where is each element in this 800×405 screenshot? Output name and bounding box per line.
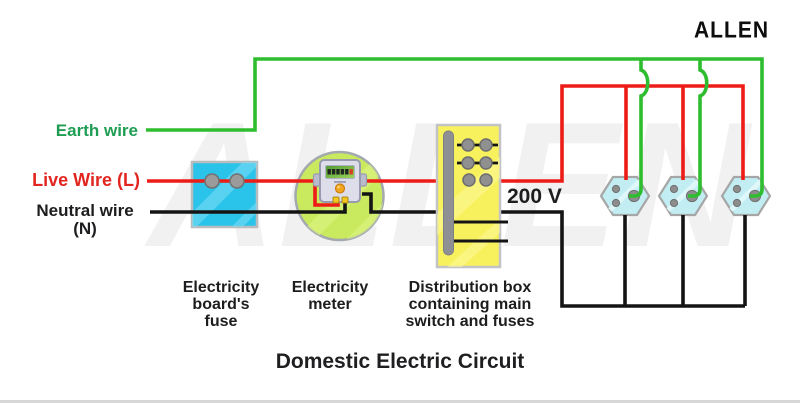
distribution-box-label-line3: switch and fuses xyxy=(405,313,535,330)
distribution-box-icon xyxy=(435,123,508,269)
neutral-wire-label: Neutral wire (N) xyxy=(28,202,142,238)
fuse-terminals-icon xyxy=(204,173,245,189)
distribution-box-label-line1: Distribution box xyxy=(408,279,532,296)
meter-label-line1: Electricity xyxy=(291,279,369,296)
socket-3-icon xyxy=(720,175,772,217)
distribution-box-label: Distribution box containing main switch … xyxy=(392,279,548,330)
neutral-wire-label-line2: (N) xyxy=(73,219,97,238)
fuse-box-label-line3: fuse xyxy=(204,313,238,330)
socket-1-icon xyxy=(599,175,651,217)
bottom-divider xyxy=(0,400,800,403)
live-wire-label: Live Wire (L) xyxy=(32,170,140,190)
diagram-title: Domestic Electric Circuit xyxy=(275,350,525,373)
earth-wire-path xyxy=(146,57,764,198)
neutral-wire-label-line1: Neutral wire xyxy=(36,201,134,220)
neutral-wire-path xyxy=(150,192,747,308)
meter-label: Electricity meter xyxy=(272,279,388,313)
voltage-label: 200 V xyxy=(507,185,562,208)
socket-2-icon xyxy=(657,175,709,217)
meter-body-icon xyxy=(312,159,368,204)
fuse-box-label-line1: Electricity xyxy=(182,279,260,296)
fuse-box-icon xyxy=(190,160,259,229)
fuse-box-label: Electricity board's fuse xyxy=(163,279,279,330)
earth-wire-label: Earth wire xyxy=(55,121,138,140)
fuse-box-label-line2: board's xyxy=(192,296,250,313)
meter-label-line2: meter xyxy=(308,296,352,313)
distribution-box-label-line2: containing main xyxy=(408,296,532,313)
allen-logo: ALLEN xyxy=(694,18,769,43)
